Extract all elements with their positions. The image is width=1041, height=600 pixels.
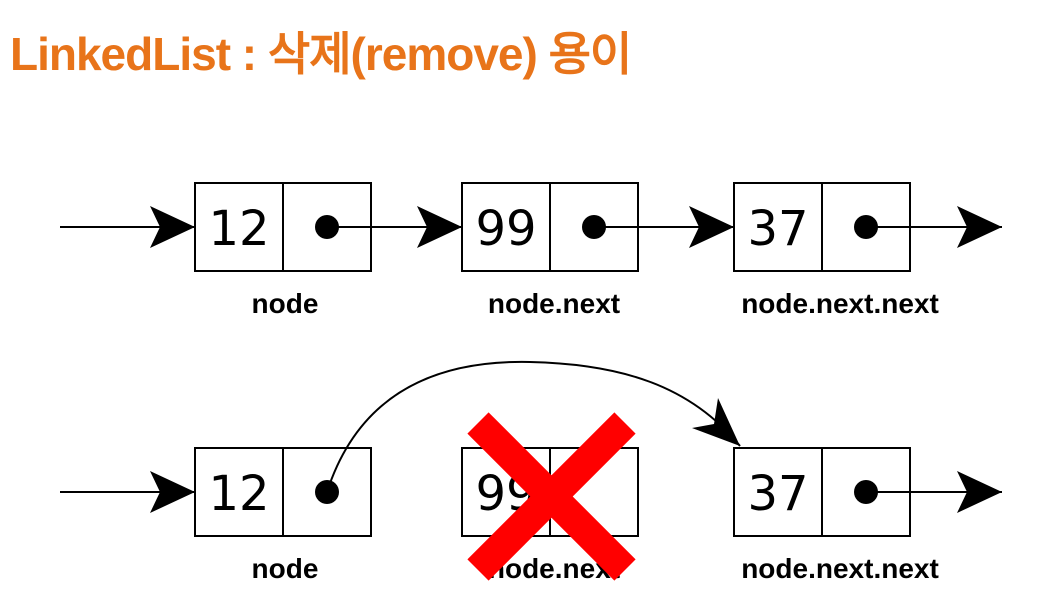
node-caption: node <box>252 288 319 319</box>
node-caption: node <box>252 553 319 584</box>
page-title: LinkedList : 삭제(remove) 용이 <box>10 28 632 80</box>
arrowhead <box>957 471 1002 513</box>
row-before: 12 99 37 node node.next node.next.next <box>60 182 1002 319</box>
arrowhead <box>689 206 734 248</box>
node-value: 12 <box>208 201 269 257</box>
row-after: 12 99 37 node node.next node.next.next <box>60 360 1002 584</box>
arrowhead <box>957 206 1002 248</box>
arrowhead <box>417 206 462 248</box>
node-value: 37 <box>747 201 808 257</box>
node-value: 12 <box>208 466 269 522</box>
node-box-12: 12 <box>194 182 372 272</box>
bypass-arrowhead <box>692 398 740 446</box>
bypass-pointer-curve <box>326 360 741 493</box>
node-caption: node.next <box>488 288 620 319</box>
node-value: 37 <box>747 466 808 522</box>
node-box-12: 12 <box>194 447 372 537</box>
node-caption: node.next.next <box>741 553 939 584</box>
head-arrowhead <box>150 206 195 248</box>
node-value: 99 <box>475 201 536 257</box>
head-arrowhead <box>150 471 195 513</box>
removed-cross-icon <box>467 412 636 581</box>
node-caption: node.next.next <box>741 288 939 319</box>
node-box-37: 37 <box>733 182 911 272</box>
